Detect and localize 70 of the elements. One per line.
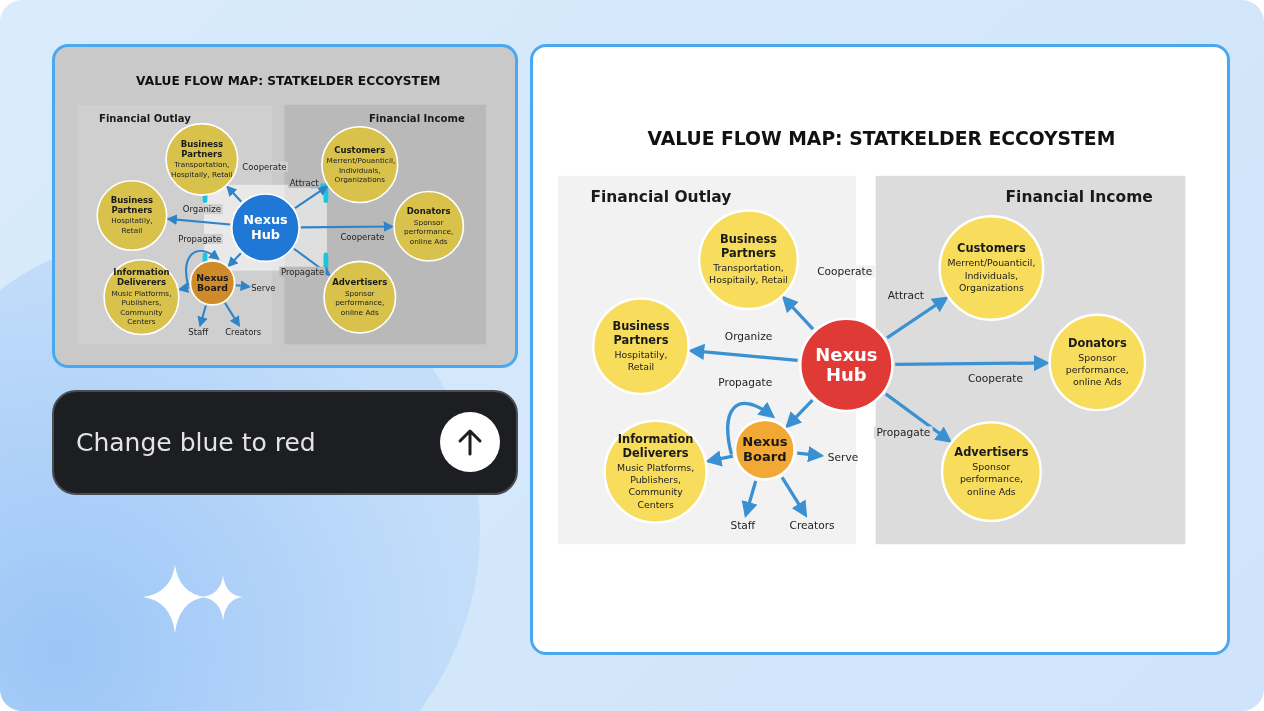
panel-heading: Financial Outlay bbox=[590, 187, 732, 206]
node-text: Music Platforms, Publishers, Community Centers bbox=[616, 461, 696, 511]
arrow bbox=[294, 185, 329, 209]
node-text: Hospitatily, Retail bbox=[613, 348, 669, 373]
edge-label: Propagate bbox=[874, 426, 933, 439]
node-label: Creators bbox=[224, 326, 263, 338]
node-heading: Donators bbox=[405, 206, 452, 217]
edge-label: Attract bbox=[288, 177, 321, 188]
node-heading: Customers bbox=[333, 144, 387, 155]
node-heading: Business Partners bbox=[611, 319, 671, 347]
node-label: Creators bbox=[782, 516, 842, 535]
node-heading: Advertisers bbox=[953, 445, 1030, 460]
node-heading: Nexus Hub bbox=[242, 212, 289, 243]
node-heading: Nexus Hub bbox=[814, 344, 879, 386]
node-heading: Information Deliverers bbox=[112, 267, 171, 288]
header-label: VALUE FLOW MAP: STATKELDER ECCOYSTEM bbox=[136, 73, 441, 88]
edge-label: Organize bbox=[722, 330, 775, 343]
edge-label: Organize bbox=[181, 204, 223, 215]
node-heading: Business Partners bbox=[179, 139, 224, 160]
arrow bbox=[166, 214, 231, 226]
node-text: Merrent/Pouanticil, Individuals, Organizations bbox=[946, 257, 1037, 294]
arrow bbox=[705, 450, 734, 467]
arrow bbox=[224, 302, 241, 328]
node-label: Staff bbox=[184, 326, 212, 338]
panel-heading: Financial Outlay bbox=[99, 112, 191, 124]
node-heading: Nexus Board bbox=[741, 434, 789, 465]
edge-label: Cooperate bbox=[240, 161, 289, 172]
arrow bbox=[884, 392, 953, 443]
edge-label: Cooperate bbox=[965, 372, 1026, 385]
panel-heading: Financial Income bbox=[369, 112, 465, 124]
arrow bbox=[226, 185, 243, 203]
loop-arrow bbox=[185, 249, 220, 287]
loop-arrow bbox=[726, 401, 776, 455]
arrow bbox=[797, 446, 825, 463]
arrow bbox=[785, 399, 814, 429]
arrow bbox=[688, 343, 798, 363]
arrow bbox=[741, 480, 758, 518]
node-label: Serve bbox=[822, 448, 864, 467]
arrow bbox=[895, 354, 1051, 372]
arrow bbox=[177, 282, 190, 293]
arrow bbox=[780, 476, 808, 518]
node-text: Sponsor performance, online Ads bbox=[958, 461, 1024, 498]
arrow bbox=[227, 252, 242, 268]
node-text: Sponsor performance, online Ads bbox=[1064, 351, 1130, 389]
header-label: VALUE FLOW MAP: STATKELDER ECCOYSTEM bbox=[647, 127, 1116, 149]
arrow bbox=[197, 305, 208, 328]
node-label: Staff bbox=[722, 516, 764, 535]
node-heading: Customers bbox=[956, 242, 1027, 256]
edge-label: Attract bbox=[885, 289, 927, 302]
node-heading: Nexus Board bbox=[195, 272, 230, 294]
panel-heading: Financial Income bbox=[1005, 187, 1153, 206]
node-heading: Information Deliverers bbox=[616, 432, 695, 461]
node-heading: Business Partners bbox=[719, 233, 778, 261]
node-heading: Donators bbox=[1066, 336, 1128, 351]
node-text: Transportation, Hospitaily, Retail bbox=[708, 262, 789, 287]
edge-label: Cooperate bbox=[814, 265, 875, 278]
arrow bbox=[886, 296, 949, 340]
node-label: Serve bbox=[250, 282, 277, 294]
edge-label: Propagate bbox=[279, 266, 326, 277]
circle-node bbox=[733, 418, 796, 481]
node-heading: Business Partners bbox=[109, 195, 155, 216]
circle-node bbox=[189, 260, 235, 306]
panel bbox=[875, 175, 1186, 545]
arrow bbox=[300, 221, 395, 232]
prompt-text: Change blue to red bbox=[76, 428, 316, 457]
arrow bbox=[235, 280, 252, 292]
arrow bbox=[293, 247, 332, 276]
edge-label: Propagate bbox=[176, 233, 223, 244]
node-heading: Advertisers bbox=[331, 277, 389, 288]
arrow bbox=[781, 295, 815, 331]
